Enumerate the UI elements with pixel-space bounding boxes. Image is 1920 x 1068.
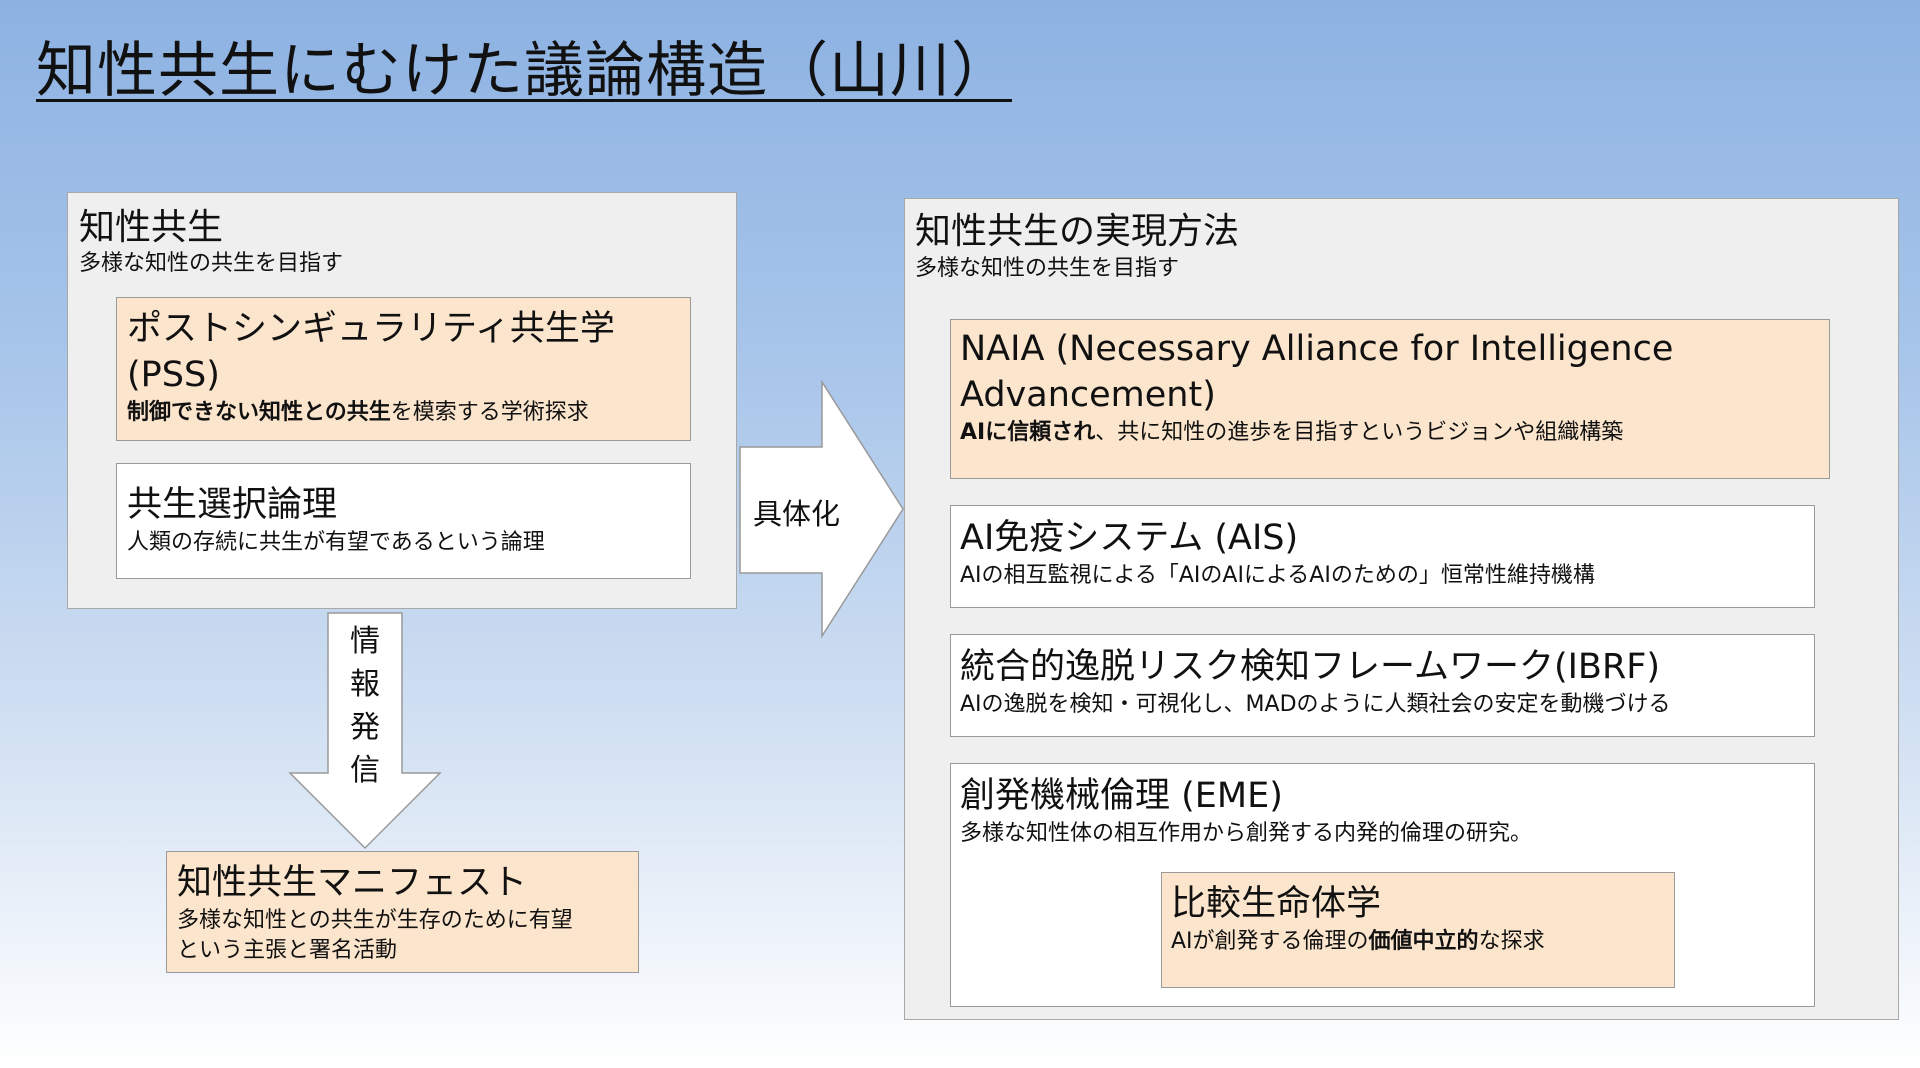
eme-card: 創発機械倫理 (EME) 多様な知性体の相互作用から創発する内発的倫理の研究。 … — [950, 763, 1815, 1007]
comparative-card: 比較生命体学 AIが創発する倫理の価値中立的な探求 — [1161, 872, 1675, 988]
pss-desc-bold: 制御できない知性との共生 — [127, 400, 391, 425]
selection-desc: 人類の存続に共生が有望であるという論理 — [127, 530, 545, 555]
comparative-desc-post: な探求 — [1478, 929, 1545, 954]
naia-card: NAIA (Necessary Alliance for Intelligenc… — [950, 319, 1830, 479]
naia-desc-bold: AIに信頼され — [960, 420, 1096, 445]
slide-title: 知性共生にむけた議論構造（山川） — [36, 36, 1012, 106]
manifesto-desc-1: 多様な知性との共生が生存のために有望 — [177, 908, 573, 933]
down-arrow-shape — [288, 612, 442, 850]
pss-desc: を模索する学術探求 — [390, 400, 589, 425]
arrow-char: 報 — [350, 667, 380, 702]
arrow-char: 信 — [350, 753, 380, 788]
eme-title: 創発機械倫理 (EME) — [960, 776, 1283, 816]
comparative-desc-pre: AIが創発する倫理の — [1171, 929, 1369, 954]
panel-title: 知性共生の実現方法 — [915, 211, 1240, 252]
ibrf-desc: AIの逸脱を検知・可視化し、MADのように人類社会の安定を動機づける — [960, 692, 1671, 717]
eme-desc: 多様な知性体の相互作用から創発する内発的倫理の研究。 — [960, 821, 1533, 846]
ais-desc: AIの相互監視による「AIのAIによるAIのための」恒常性維持機構 — [960, 563, 1595, 588]
panel-title: 知性共生 — [79, 207, 224, 248]
manifesto-title: 知性共生マニフェスト — [177, 863, 528, 903]
naia-title: NAIA (Necessary Alliance for Intelligenc… — [960, 329, 1674, 415]
selection-logic-card: 共生選択論理 人類の存続に共生が有望であるという論理 — [116, 463, 691, 579]
panel-subtitle: 多様な知性の共生を目指す — [79, 251, 344, 276]
comparative-desc-bold: 価値中立的 — [1368, 929, 1479, 954]
ais-card: AI免疫システム (AIS) AIの相互監視による「AIのAIによるAIのための… — [950, 505, 1815, 608]
right-arrow-shape — [739, 379, 904, 639]
pss-title: ポストシンギュラリティ共生学 (PSS) — [127, 309, 615, 395]
chisei-kyosei-panel: 知性共生 多様な知性の共生を目指す ポストシンギュラリティ共生学 (PSS) 制… — [67, 192, 737, 609]
manifesto-card: 知性共生マニフェスト 多様な知性との共生が生存のために有望 という主張と署名活動 — [166, 851, 639, 973]
manifesto-desc-2: という主張と署名活動 — [177, 938, 398, 963]
ais-title: AI免疫システム (AIS) — [960, 518, 1299, 558]
selection-title: 共生選択論理 — [127, 485, 338, 525]
arrow-char: 発 — [350, 710, 380, 745]
arrow-char: 情 — [350, 624, 380, 659]
down-arrow-label: 情 報 発 信 — [345, 620, 385, 792]
naia-desc: 、共に知性の進歩を目指すというビジョンや組織構築 — [1095, 420, 1624, 445]
comparative-title: 比較生命体学 — [1171, 884, 1382, 924]
ibrf-title: 統合的逸脱リスク検知フレームワーク(IBRF) — [960, 647, 1661, 687]
pss-card: ポストシンギュラリティ共生学 (PSS) 制御できない知性との共生を模索する学術… — [116, 297, 691, 441]
realization-panel: 知性共生の実現方法 多様な知性の共生を目指す NAIA (Necessary A… — [904, 198, 1899, 1020]
panel-subtitle: 多様な知性の共生を目指す — [915, 256, 1180, 281]
ibrf-card: 統合的逸脱リスク検知フレームワーク(IBRF) AIの逸脱を検知・可視化し、MA… — [950, 634, 1815, 737]
right-arrow-label: 具体化 — [753, 497, 841, 531]
